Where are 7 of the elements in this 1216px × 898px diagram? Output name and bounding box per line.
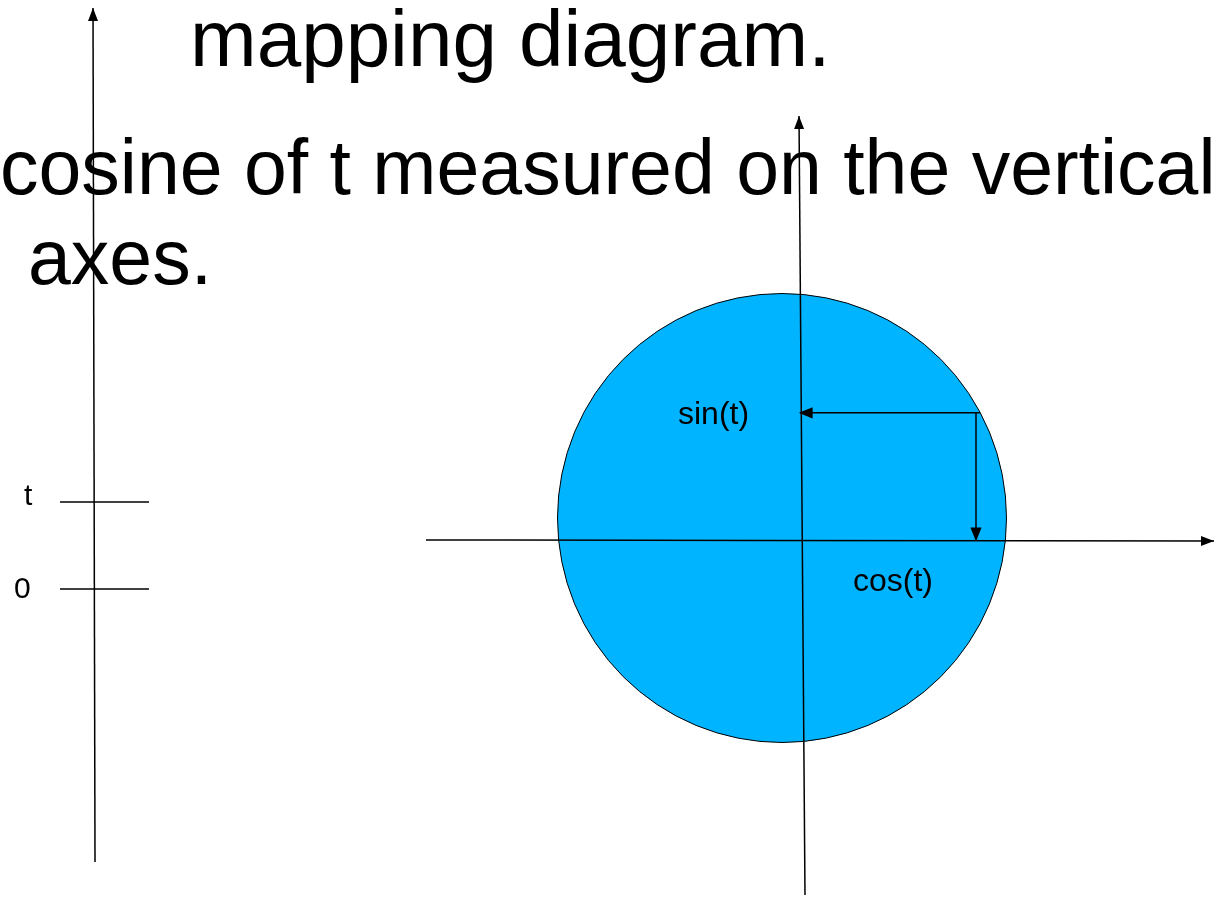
tick-label: 0 bbox=[14, 571, 31, 605]
axis-label: sin(t) bbox=[674, 392, 801, 434]
arrow bbox=[970, 412, 982, 542]
tick-label: t bbox=[24, 478, 33, 512]
title: mapping diagram. bbox=[190, 0, 831, 84]
axis-label: cos(t) bbox=[850, 539, 977, 605]
arrow bbox=[798, 407, 981, 419]
